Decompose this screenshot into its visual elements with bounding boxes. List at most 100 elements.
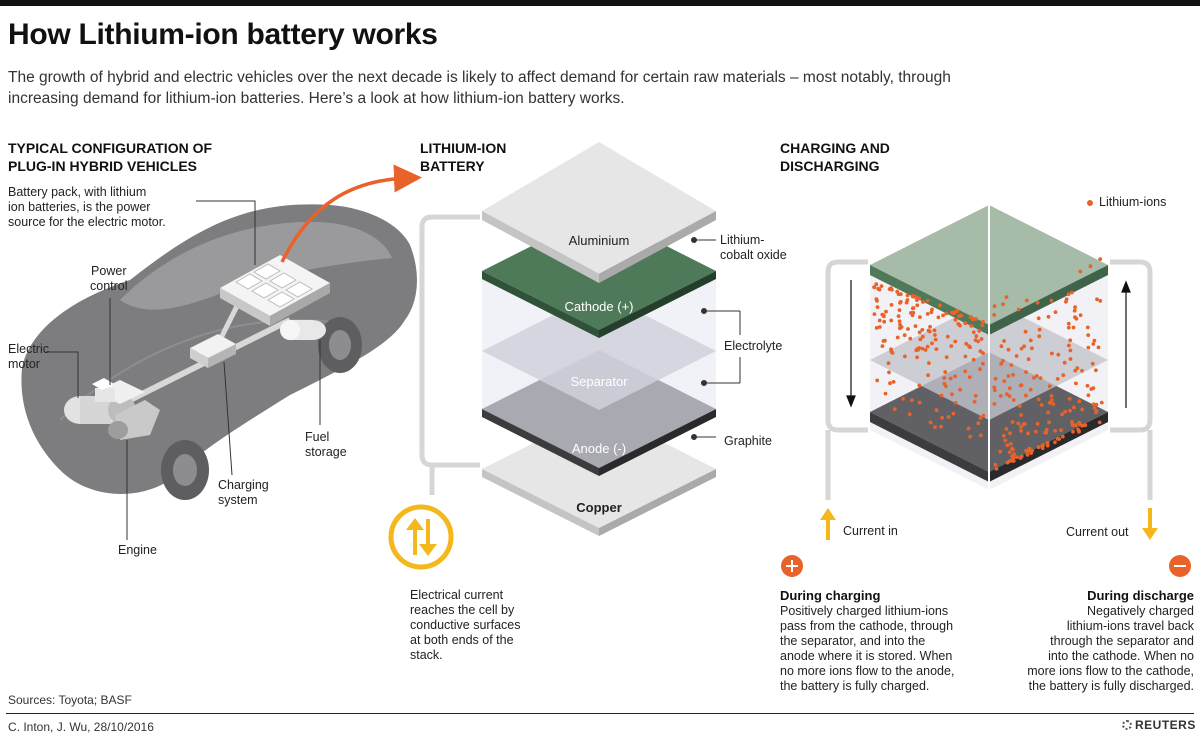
ion-dot xyxy=(891,380,896,384)
ion-dot xyxy=(1036,316,1041,321)
page-title: How Lithium-ion battery works xyxy=(8,18,438,51)
ion-dot xyxy=(921,300,925,304)
ion-dot xyxy=(943,370,948,374)
battery-pack-note: Battery pack, with lithium ion batteries… xyxy=(8,185,166,229)
ion-dot xyxy=(1099,400,1104,405)
ion-dot xyxy=(1033,429,1038,434)
top-rule xyxy=(0,0,1200,6)
separator-label: Separator xyxy=(570,374,628,389)
ion-dot xyxy=(958,387,962,392)
ion-dot xyxy=(1005,443,1010,448)
ion-dot xyxy=(934,347,939,351)
ion-dot xyxy=(936,315,941,320)
ion-dot xyxy=(1024,370,1028,374)
ion-dot xyxy=(977,329,982,333)
credit-line: C. Inton, J. Wu, 28/10/2016 xyxy=(8,720,154,734)
ion-dot xyxy=(920,328,925,332)
ion-dot xyxy=(872,285,877,290)
ion-dot xyxy=(1047,420,1051,425)
electric-motor-label: Electric motor xyxy=(8,342,49,371)
ion-dot xyxy=(1062,360,1067,365)
ion-dot xyxy=(1005,460,1010,465)
ion-dot xyxy=(1092,406,1097,410)
ion-dot xyxy=(1063,409,1067,414)
ion-dot xyxy=(1060,412,1064,417)
pack-to-cell-arrow xyxy=(280,164,422,263)
ion-dot xyxy=(928,420,933,425)
ion-dot xyxy=(1095,297,1099,302)
ion-dot xyxy=(1091,386,1096,390)
ion-dot xyxy=(1001,433,1006,438)
ion-dot xyxy=(1005,392,1009,397)
ion-dot xyxy=(949,344,954,348)
ion-dot xyxy=(1019,454,1024,459)
ion-dot xyxy=(1019,413,1023,417)
ion-dot xyxy=(940,415,944,420)
ion-dot xyxy=(928,324,932,329)
ion-dot xyxy=(956,322,961,326)
ion-dot xyxy=(1096,345,1101,350)
aluminium-layer xyxy=(482,142,716,283)
drive-shaft xyxy=(118,317,292,408)
ion-dot xyxy=(1085,325,1090,330)
ion-dot xyxy=(905,298,910,302)
ion-dot xyxy=(1019,346,1024,351)
ion-dot xyxy=(999,361,1004,366)
ion-dot xyxy=(1098,299,1103,303)
lithium-ion-legend-dot xyxy=(1087,200,1093,206)
ion-dot xyxy=(875,298,879,303)
ion-dot xyxy=(1073,368,1078,373)
battery-heading-line2: BATTERY xyxy=(420,158,485,174)
engine-label: Engine xyxy=(118,543,157,557)
ion-dot xyxy=(981,351,985,355)
ion-dot xyxy=(1035,300,1040,305)
page-subtitle: The growth of hybrid and electric vehicl… xyxy=(8,69,951,107)
ion-dot xyxy=(1011,455,1016,460)
ion-dot xyxy=(1023,329,1028,334)
ion-dot xyxy=(897,308,902,312)
ion-dot xyxy=(1068,357,1073,361)
ion-dot xyxy=(899,325,904,329)
ion-dot xyxy=(974,317,978,321)
ion-dot xyxy=(1073,423,1078,428)
ion-dot xyxy=(1008,442,1013,446)
ion-dot xyxy=(1080,423,1085,428)
ion-dot xyxy=(978,367,982,372)
ion-dot xyxy=(953,374,957,379)
ion-dot xyxy=(901,397,905,401)
electrolyte-label: Electrolyte xyxy=(724,339,783,353)
ion-dot xyxy=(1049,398,1054,402)
ion-dot xyxy=(1088,264,1093,269)
ion-dot xyxy=(1077,399,1082,404)
ion-dot xyxy=(1034,374,1039,378)
ion-dot xyxy=(897,319,902,324)
power-control-label: Power control xyxy=(90,264,128,293)
ion-dot xyxy=(1001,358,1005,363)
ion-dot xyxy=(980,323,985,328)
ion-dot xyxy=(1017,404,1022,408)
during-charging-title: During charging xyxy=(780,588,881,603)
ion-dot xyxy=(914,295,919,300)
ion-dot xyxy=(895,289,900,294)
ion-dot xyxy=(1080,368,1084,373)
ion-dot xyxy=(933,425,937,429)
ion-dot xyxy=(981,319,985,324)
car-section-heading: TYPICAL CONFIGURATION OF PLUG-IN HYBRID … xyxy=(8,139,212,175)
ion-dot xyxy=(1037,334,1042,339)
ion-dot xyxy=(939,424,943,429)
ion-dot xyxy=(1006,347,1011,352)
discharge-bracket xyxy=(1110,259,1153,433)
current-out-label: Current out xyxy=(1066,525,1129,539)
ion-dot xyxy=(1024,393,1028,398)
ion-dot xyxy=(1035,421,1040,426)
ion-dot xyxy=(1085,383,1090,388)
ion-dot xyxy=(877,318,882,323)
ion-dot xyxy=(879,284,884,288)
ion-dot xyxy=(915,298,919,302)
ion-dot xyxy=(884,309,888,314)
ion-dot xyxy=(1025,452,1030,457)
ion-dot xyxy=(1051,402,1056,406)
ion-dot xyxy=(1091,402,1096,407)
ion-dot xyxy=(1029,451,1034,455)
